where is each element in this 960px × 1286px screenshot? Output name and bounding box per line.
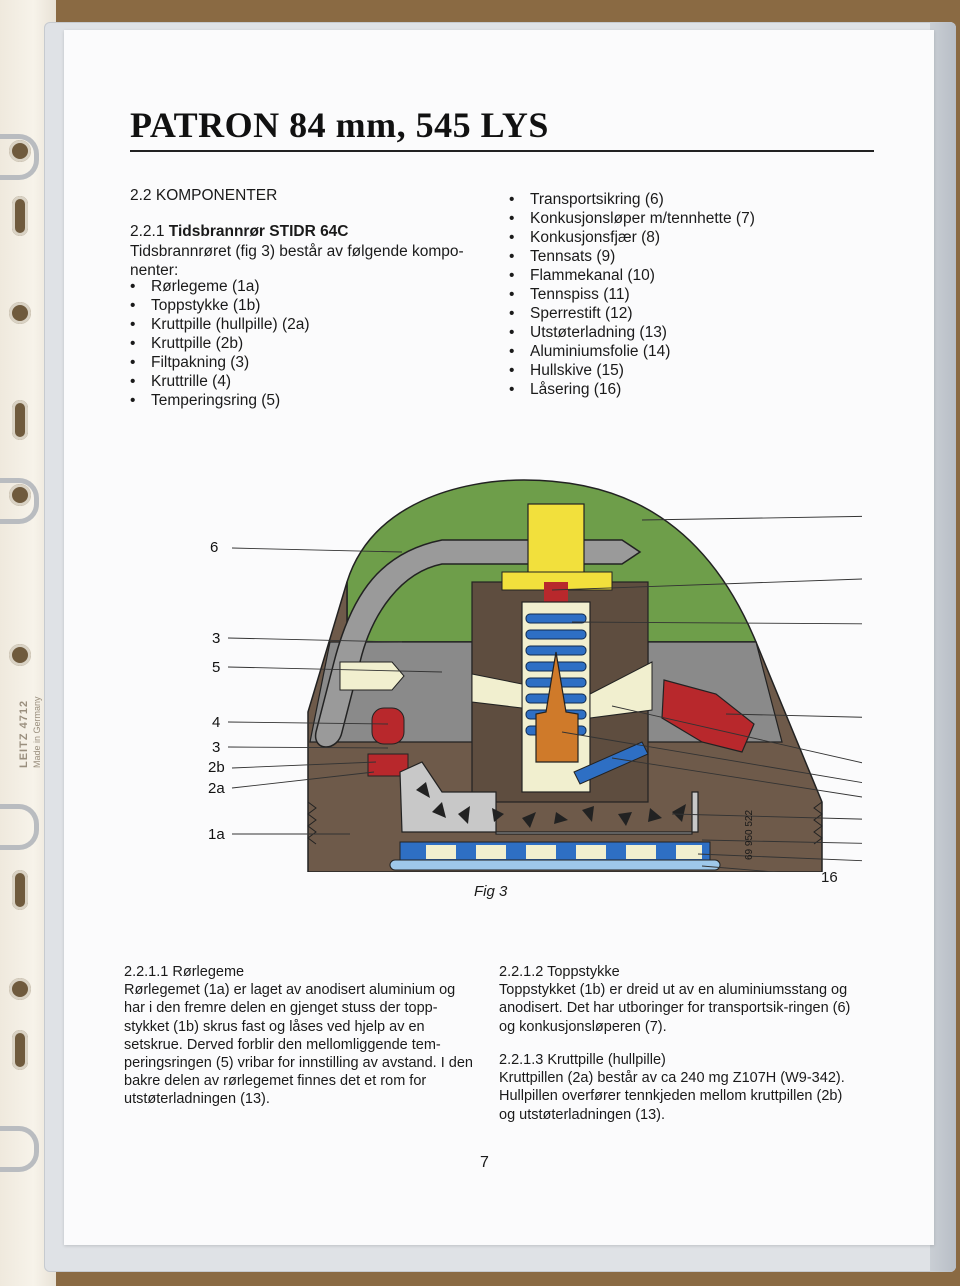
binder-ring — [0, 1126, 39, 1172]
firing-pin — [535, 651, 579, 763]
list-item: Flammekanal (10) — [509, 266, 755, 285]
binder-brand-text: LEITZ 4712 — [18, 699, 30, 768]
transport-safety — [314, 539, 642, 748]
binder-ring — [0, 134, 39, 180]
paragraph-body: Kruttpillen (2a) består av ca 240 mg Z10… — [499, 1070, 845, 1123]
paragraph-toppstykke: 2.2.1.2 Toppstykke Toppstykket (1b) er d… — [499, 963, 859, 1036]
fuze-diagram: 6 3 5 4 3 2b 2a 1a 1b 7 8 9 10 11 12 13 … — [208, 479, 862, 872]
binder-made-text: Made in Germany — [32, 696, 42, 768]
section-heading: 2.2 KOMPONENTER — [130, 187, 278, 204]
label-1a: 1a — [208, 826, 225, 843]
label-3b: 3 — [212, 739, 220, 756]
body-threads — [307, 801, 823, 845]
binder-slot — [12, 196, 28, 236]
paragraph-body: Toppstykket (1b) er dreid ut av en alumi… — [499, 982, 851, 1035]
runner-center — [544, 582, 568, 602]
list-item: Utstøterladning (13) — [509, 323, 755, 342]
concussion-runner — [527, 503, 585, 577]
sheet-protector-edge — [930, 22, 956, 1272]
drawing-number: 69 950 522 — [744, 809, 755, 860]
tempering-insert — [339, 661, 405, 691]
binder-slot — [12, 1030, 28, 1070]
list-item: Transportsikring (6) — [509, 190, 755, 209]
list-item: Kruttrille (4) — [130, 372, 310, 391]
paragraph-heading: 2.2.1.3 Kruttpille (hullpille) — [499, 1052, 666, 1068]
locking-pin — [573, 741, 649, 785]
label-2a: 2a — [208, 780, 225, 797]
figure-caption: Fig 3 — [474, 883, 508, 900]
list-item: Aluminiumsfolie (14) — [509, 342, 755, 361]
expulsion-granules — [416, 782, 686, 828]
ignition-charge — [661, 679, 755, 753]
subsection-number: 2.2.1 — [130, 223, 169, 240]
label-3: 3 — [212, 630, 220, 647]
powder-pellet-2b — [367, 753, 409, 777]
component-list-right: Transportsikring (6)Konkusjonsløper m/te… — [509, 190, 755, 399]
binder-hole — [9, 644, 31, 666]
document-page: PATRON 84 mm, 545 LYS 2.2 KOMPONENTER 2.… — [64, 30, 934, 1245]
paragraph-kruttpille: 2.2.1.3 Kruttpille (hullpille) Kruttpill… — [499, 1051, 859, 1124]
paragraph-body: Rørlegemet (1a) er laget av anodisert al… — [124, 982, 473, 1108]
paragraph-heading: 2.2.1.2 Toppstykke — [499, 964, 620, 980]
label-5: 5 — [212, 659, 220, 676]
flame-channel-left — [471, 673, 523, 709]
paragraph-heading: 2.2.1.1 Rørlegeme — [124, 964, 245, 980]
list-item: Konkusjonsløper m/tennhette (7) — [509, 209, 755, 228]
flame-channel — [589, 661, 653, 719]
list-item: Kruttpille (2b) — [130, 334, 310, 353]
binder-slot — [12, 870, 28, 910]
binder-ring — [0, 804, 39, 850]
page-title: PATRON 84 mm, 545 LYS — [130, 105, 549, 145]
list-item: Sperrestift (12) — [509, 304, 755, 323]
list-item: Hullskive (15) — [509, 361, 755, 380]
expulsion-charge — [399, 761, 699, 835]
subsection-title: Tidsbrannrør STIDR 64C — [168, 223, 349, 240]
locking-ring — [389, 859, 721, 871]
paragraph-roerlegeme: 2.2.1.1 Rørlegeme Rørlegemet (1a) er lag… — [124, 963, 480, 1109]
list-item: Låsering (16) — [509, 380, 755, 399]
binder-slot — [12, 400, 28, 440]
list-item: Tennsats (9) — [509, 247, 755, 266]
component-list-left: Rørlegeme (1a)Toppstykke (1b)Kruttpille … — [130, 277, 310, 410]
label-2b: 2b — [208, 759, 225, 776]
binder-hole — [9, 302, 31, 324]
list-item: Tennspiss (11) — [509, 285, 755, 304]
page-number: 7 — [480, 1154, 489, 1171]
binder-ring — [0, 478, 39, 524]
leader-lines — [227, 515, 862, 872]
list-item: Filtpakning (3) — [130, 353, 310, 372]
label-6: 6 — [210, 539, 218, 556]
intro-text: Tidsbrannrøret (fig 3) består av følgend… — [130, 243, 464, 279]
binder-hole — [9, 978, 31, 1000]
list-item: Temperingsring (5) — [130, 391, 310, 410]
list-item: Konkusjonsfjær (8) — [509, 228, 755, 247]
list-item: Kruttpille (hullpille) (2a) — [130, 315, 310, 334]
label-16: 16 — [821, 869, 838, 886]
powder-pellet-4 — [371, 707, 405, 745]
disc-holes — [426, 845, 702, 859]
label-4: 4 — [212, 714, 220, 731]
title-rule — [130, 150, 874, 152]
subsection-heading: 2.2.1 Tidsbrannrør STIDR 64C — [130, 222, 349, 241]
list-item: Rørlegeme (1a) — [130, 277, 310, 296]
list-item: Toppstykke (1b) — [130, 296, 310, 315]
